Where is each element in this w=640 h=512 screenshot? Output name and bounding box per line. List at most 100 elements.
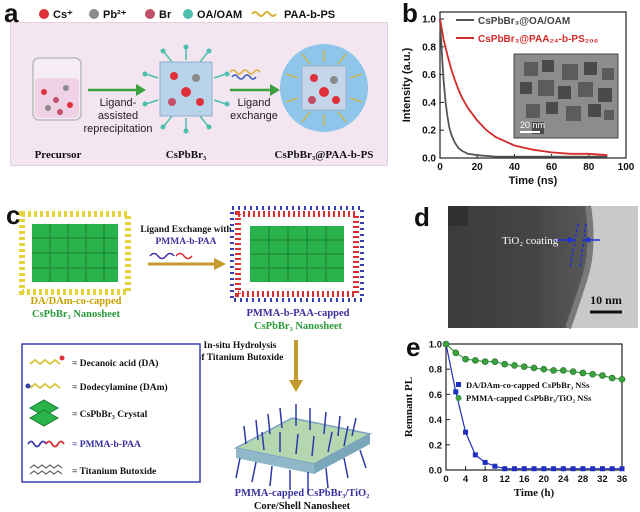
bottom-caption-line-1: PMMA-capped CsPbBr₃/TiO₂ <box>235 488 370 499</box>
pb-ion-icon <box>89 9 99 19</box>
pmma-b-paa-nanosheet-icon <box>230 206 364 302</box>
y-tick-label: 0.6 <box>422 70 436 81</box>
legend-oa-oam: OA/OAM <box>197 9 242 21</box>
polymer-icon <box>251 11 277 17</box>
name-precursor: Precursor <box>35 149 82 161</box>
legend-pmma-b-paa: = PMMA-b-PAA <box>72 440 141 450</box>
tio2-coating-label: TiO₂ coating <box>502 235 559 247</box>
data-point <box>599 466 605 472</box>
polymer-strand-icon-red <box>175 252 193 260</box>
data-point <box>531 466 537 472</box>
series-line-1 <box>439 18 608 158</box>
panel-a-legend: Cs⁺ Pb²⁺ Br OA/OAM PAA-b-PS <box>39 9 335 21</box>
coating-marker-right <box>579 223 587 269</box>
ligand-exchange-arrow-head <box>214 258 226 270</box>
x-tick-label: 80 <box>583 162 595 173</box>
data-point <box>463 429 469 435</box>
data-point <box>580 466 586 472</box>
data-point <box>551 466 557 472</box>
left-caption-line-1: DA/DAm-co-capped <box>31 296 122 307</box>
legend-dodecylamine: = Dodecylamine (DAm) <box>72 382 168 393</box>
x-tick-label: 100 <box>618 162 635 173</box>
data-point <box>520 363 528 370</box>
panel-c: c DA/DAm-co-capped CsPbBr₃ Nanosheet Lig… <box>0 196 396 512</box>
nanocube <box>598 88 612 102</box>
ligand-exchange-line-1: Ligand Exchange with <box>140 225 232 235</box>
coating-marker-left <box>569 223 579 269</box>
data-point <box>560 466 566 472</box>
x-tick-label: 12 <box>499 474 510 485</box>
nanocube <box>584 62 597 75</box>
y-tick-label: 0.8 <box>429 365 442 376</box>
legend-titanium-butoxide: = Titanium Butoxide <box>72 467 156 477</box>
y-tick-label: 0.6 <box>429 390 442 401</box>
data-point <box>570 466 576 472</box>
data-point <box>442 340 450 348</box>
y-tick-label: 0.0 <box>422 154 436 165</box>
legend-paa-b-ps: PAA-b-PS <box>284 9 335 21</box>
data-point <box>491 358 499 365</box>
nanocube <box>602 68 614 80</box>
y-tick-label: 0.4 <box>429 415 443 426</box>
nanocube <box>524 62 538 76</box>
x-tick-label: 24 <box>558 474 569 485</box>
titanium-butoxide-icon <box>29 464 63 475</box>
data-point <box>521 466 527 472</box>
panel-a-svg: Cs⁺ Pb²⁺ Br OA/OAM PAA-b-PS <box>32 9 373 161</box>
data-point <box>481 358 489 365</box>
legend-label-1: CsPbBr₃@OA/OAM <box>478 16 570 27</box>
data-point <box>472 452 478 458</box>
panel-a-label: a <box>4 0 19 28</box>
x-tick-label: 16 <box>519 474 530 485</box>
arrow-1-head <box>136 84 146 96</box>
x-tick-label: 36 <box>617 474 628 485</box>
panel-e-label: e <box>406 332 421 362</box>
legend-crystal: = CsPbBr₃ Crystal <box>72 410 148 420</box>
y-tick-label: 1.0 <box>422 14 436 25</box>
series-line-2 <box>439 18 608 157</box>
x-tick-label: 0 <box>437 162 443 173</box>
data-point <box>560 367 567 374</box>
panel-b-label: b <box>402 0 418 28</box>
nanocube <box>558 86 571 99</box>
legend-label-2: CsPbBr₃@PAA₂₄-b-PS₂₀₆ <box>478 34 598 45</box>
legend-cs: Cs⁺ <box>53 9 73 21</box>
decanoic-acid-icon <box>29 355 65 366</box>
data-point <box>589 370 596 378</box>
y-tick-label: 0.2 <box>429 440 442 451</box>
x-tick-label: 4 <box>463 474 469 485</box>
x-tick-label: 28 <box>578 474 589 485</box>
data-point <box>452 349 460 357</box>
data-point <box>453 389 459 395</box>
panel-c-label: c <box>6 200 21 230</box>
ligand-exchange-line-2: PMMA-b-PAA <box>155 237 216 247</box>
panel-c-svg: DA/DAm-co-capped CsPbBr₃ Nanosheet Ligan… <box>19 206 373 512</box>
step2-line-1: Ligand <box>237 97 270 109</box>
data-point <box>482 459 488 465</box>
left-caption-line-2: CsPbBr₃ Nanosheet <box>32 309 121 320</box>
legend-decanoic-acid: = Decanoic acid (DA) <box>72 358 158 369</box>
x-tick-label: 20 <box>472 162 484 173</box>
legend-br: Br <box>159 9 172 21</box>
series-line-1 <box>445 343 622 470</box>
data-point <box>472 357 479 364</box>
x-tick-label: 40 <box>509 162 521 173</box>
pmma-b-paa-icon <box>27 440 65 448</box>
nanocube <box>520 82 532 94</box>
legend-label-1: DA/DAm-co-capped CsPbBr₃ NSs <box>466 380 590 390</box>
nanocube <box>562 64 578 80</box>
inset-tem-image: 20 nm <box>513 53 619 139</box>
data-point <box>579 369 587 377</box>
step1-line-2: assisted <box>98 110 138 122</box>
data-point <box>492 463 498 469</box>
y-tick-label: 0.8 <box>422 42 436 53</box>
hydrolysis-line-2: of Titanium Butoxide <box>197 353 284 363</box>
panel-a: a Cs⁺ Pb²⁺ Br OA/OAM PAA-b-PS <box>0 0 388 172</box>
x-tick-label: 32 <box>597 474 608 485</box>
precursor-beaker-icon <box>32 57 82 121</box>
arrow-2-head <box>270 84 280 96</box>
scale-bar-label: 10 nm <box>590 293 622 307</box>
name-cspbbr3: CsPbBr₃ <box>166 149 207 161</box>
step1-line-3: reprecipitation <box>83 123 152 135</box>
